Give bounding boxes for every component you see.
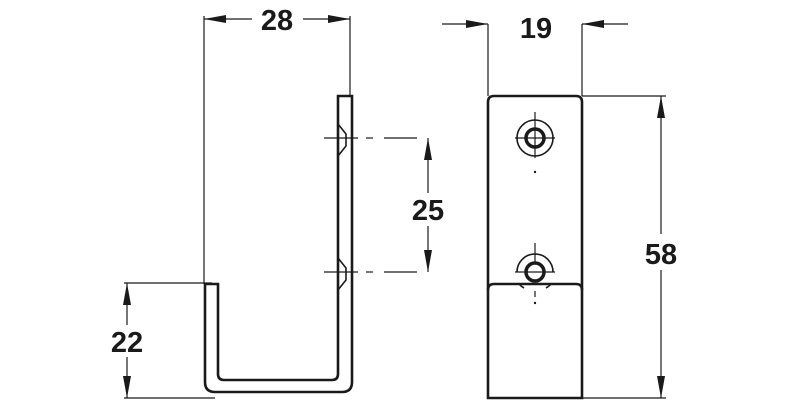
countersink-top: [337, 123, 347, 157]
arrow-down-icon: [424, 250, 432, 272]
hole-bottom: [515, 243, 555, 305]
arrow-up-icon: [424, 138, 432, 160]
dimension-19: 19: [442, 13, 628, 96]
arrow-up-icon: [123, 283, 131, 305]
arrow-down-icon: [657, 376, 665, 398]
arrow-up-icon: [657, 96, 665, 118]
dim-label-22: 22: [111, 327, 143, 359]
dimension-58: 58: [582, 95, 677, 399]
front-view: 19 58: [442, 13, 677, 400]
arrow-down-icon: [123, 376, 131, 398]
dimension-22: 22: [111, 282, 215, 399]
hole-top: [515, 112, 555, 174]
hook-profile-outer: [203, 94, 354, 394]
dimension-28: 28: [203, 5, 351, 284]
dim-label-58: 58: [645, 239, 677, 271]
arrow-right-icon: [466, 20, 488, 28]
dim-label-28: 28: [261, 5, 293, 37]
dimension-25: 25: [412, 138, 444, 272]
bend-line: [486, 282, 584, 291]
plate-outline: [486, 94, 584, 400]
arrow-left-icon: [204, 15, 226, 23]
arrow-right-icon: [328, 15, 350, 23]
arrow-left-icon: [582, 20, 604, 28]
dim-label-25: 25: [412, 195, 444, 227]
dim-label-19: 19: [520, 13, 552, 45]
countersink-bottom: [337, 257, 347, 291]
side-view: 28 25 22: [111, 5, 444, 399]
